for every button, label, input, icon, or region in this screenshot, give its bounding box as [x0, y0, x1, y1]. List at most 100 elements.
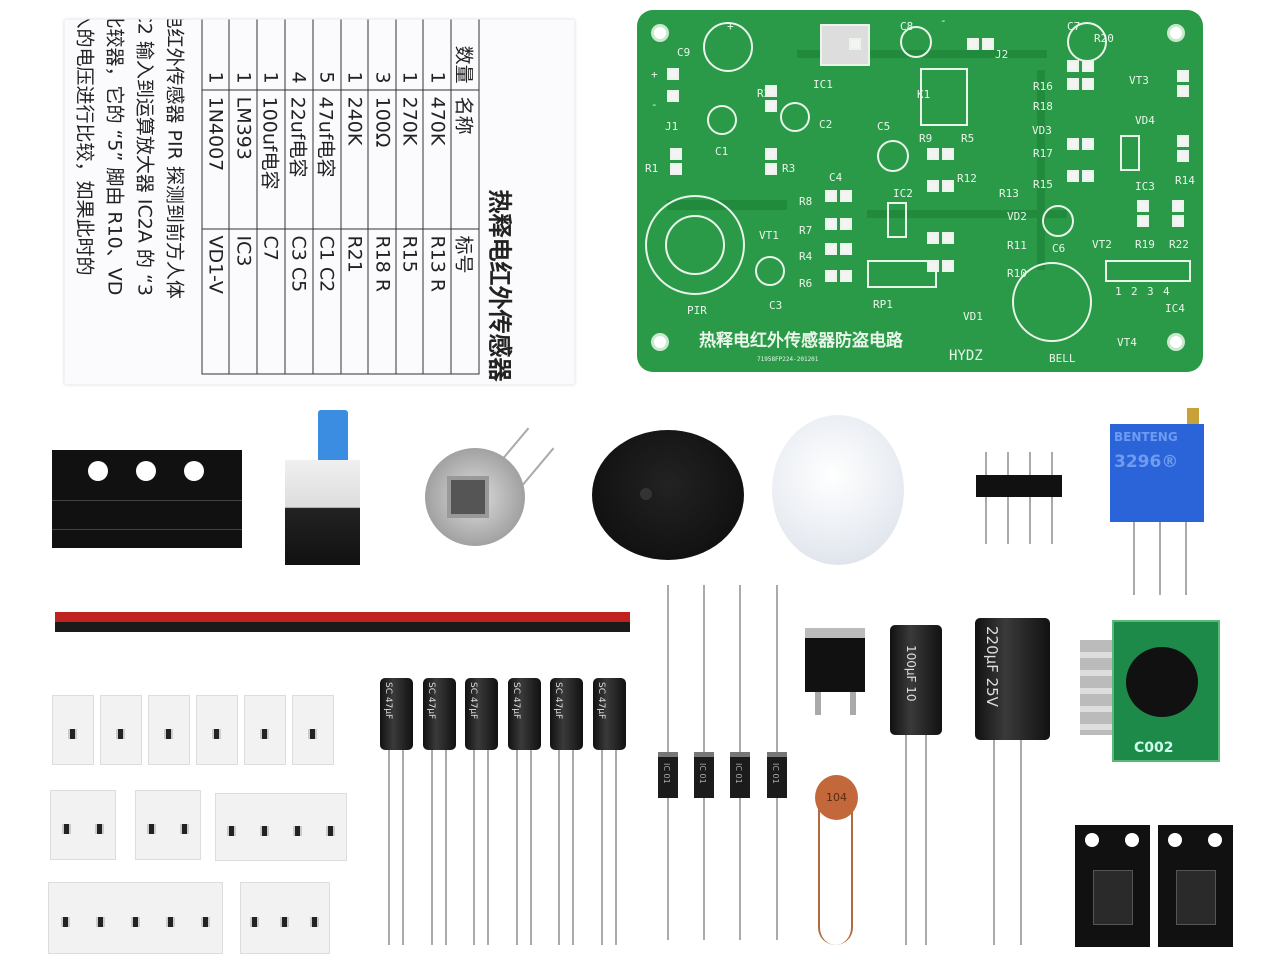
pcb-silkscreen-label: PIR	[687, 304, 707, 317]
rp1-footprint	[867, 260, 937, 288]
pcb-pad	[1177, 70, 1189, 82]
k1-footprint	[920, 68, 968, 126]
pcb-code: 71958FP224-201201	[757, 356, 819, 363]
pcb-pad	[667, 90, 679, 102]
pcb-pad	[942, 180, 954, 192]
header-label: 标号	[451, 228, 479, 374]
mount-hole	[1167, 24, 1185, 42]
pcb-pad	[849, 38, 861, 50]
trimpot: BENTENG 3296®	[1110, 424, 1204, 522]
pcb-brand: HYDZ	[949, 348, 983, 364]
pcb-pad	[825, 218, 837, 230]
trimpot-lead	[1159, 520, 1161, 595]
pcb-pad	[1177, 150, 1189, 162]
table-cell: 1	[257, 19, 285, 91]
ic2-footprint	[887, 202, 907, 238]
capacitor-lead	[558, 745, 560, 945]
regulator-lead	[850, 690, 856, 715]
pcb-trace	[667, 200, 787, 210]
push-button-switch	[285, 460, 360, 565]
pcb-silkscreen-label: 4	[1163, 285, 1170, 298]
pcb-silkscreen-label: +	[727, 20, 734, 33]
diode-1n4007: IC 01	[730, 752, 750, 798]
pcb-silkscreen-label: R12	[957, 172, 977, 185]
table-cell: 1	[396, 19, 424, 91]
smd-resistor-strip	[135, 790, 201, 860]
trimpot-lead	[1185, 520, 1187, 595]
ceramic-marking: 104	[826, 791, 847, 804]
diode-marking: IC 01	[698, 763, 707, 784]
pcb-pad	[927, 232, 939, 244]
diode-1n4007: IC 01	[767, 752, 787, 798]
cap-marking: SC 47µF	[553, 682, 563, 720]
table-header: 数量 名称 标号	[451, 19, 479, 374]
capacitor-lead	[572, 745, 574, 945]
pcb-pad	[927, 260, 939, 272]
ic1-pad	[820, 24, 870, 66]
module-chip-blob	[1126, 647, 1198, 717]
table-cell: 240K	[341, 90, 369, 229]
pcb-silkscreen-label: VD3	[1032, 124, 1052, 137]
smd-resistor	[325, 826, 335, 836]
pir-sensor	[425, 448, 525, 546]
trimpot-model: 3296®	[1114, 452, 1179, 472]
pcb-pad	[825, 190, 837, 202]
pcb-silkscreen-label: IC2	[893, 187, 913, 200]
smd-resistor	[94, 824, 104, 834]
pcb-pad	[1137, 215, 1149, 227]
table-cell: R21	[341, 228, 369, 374]
black-wire	[55, 622, 630, 632]
mount-hole	[651, 24, 669, 42]
pcb-pad	[927, 148, 939, 160]
smd-resistor	[95, 917, 105, 927]
buzzer	[592, 430, 744, 560]
pcb-silkscreen-label: -	[651, 98, 658, 111]
capacitor-47uf: SC 47µF	[465, 678, 498, 750]
smd-resistor	[308, 729, 317, 739]
capacitor-lead	[487, 745, 489, 945]
capacitor-47uf: SC 47µF	[423, 678, 456, 750]
sop8-chip	[1176, 870, 1216, 925]
paper-title: 热释电红外传感器	[485, 189, 514, 382]
paragraph-line: 比较器，它的 “5” 脚由 R10、VD	[103, 19, 126, 296]
pcb-pad	[765, 163, 777, 175]
cap-marking: SC 47µF	[426, 682, 436, 720]
pcb-pad	[1177, 135, 1189, 147]
table-cell: R18 R	[368, 228, 396, 374]
smd-resistor-strip	[52, 695, 94, 765]
table-cell: 3	[368, 19, 396, 91]
pcb-trace	[1037, 70, 1045, 270]
capacitor-footprint	[877, 140, 909, 172]
smd-resistor	[292, 826, 302, 836]
pcb-silkscreen-label: VD2	[1007, 210, 1027, 223]
pcb-silkscreen-label: R11	[1007, 239, 1027, 252]
pcb-silkscreen-label: +	[651, 68, 658, 81]
sop8-ic-tape	[1075, 825, 1150, 947]
pcb-title: 热释电红外传感器防盗电路	[699, 331, 903, 351]
table-cell: C7	[257, 228, 285, 374]
smd-resistor	[226, 826, 236, 836]
pcb-silkscreen-label: R6	[799, 277, 813, 290]
pcb-silkscreen-label: R5	[961, 132, 975, 145]
table-cell: C1 C2	[313, 228, 341, 374]
smd-resistor-strip	[148, 695, 190, 765]
pcb-silkscreen-label: 1	[1115, 285, 1122, 298]
pcb-pad	[1082, 170, 1094, 182]
pcb-pad	[1067, 60, 1079, 72]
tape-sprocket-hole	[1168, 833, 1182, 847]
pcb-silkscreen-label: R18	[1033, 100, 1053, 113]
table-cell: 100Ω	[368, 90, 396, 229]
capacitor-lead	[516, 745, 518, 945]
cap-marking: SC 47µF	[468, 682, 478, 720]
header-name: 名称	[451, 90, 479, 229]
mount-hole	[651, 333, 669, 351]
capacitor-lead	[925, 730, 927, 945]
table-cell: C3 C5	[285, 228, 313, 374]
diode-marking: IC 01	[734, 763, 743, 784]
pcb-silkscreen-label: IC3	[1135, 180, 1155, 193]
